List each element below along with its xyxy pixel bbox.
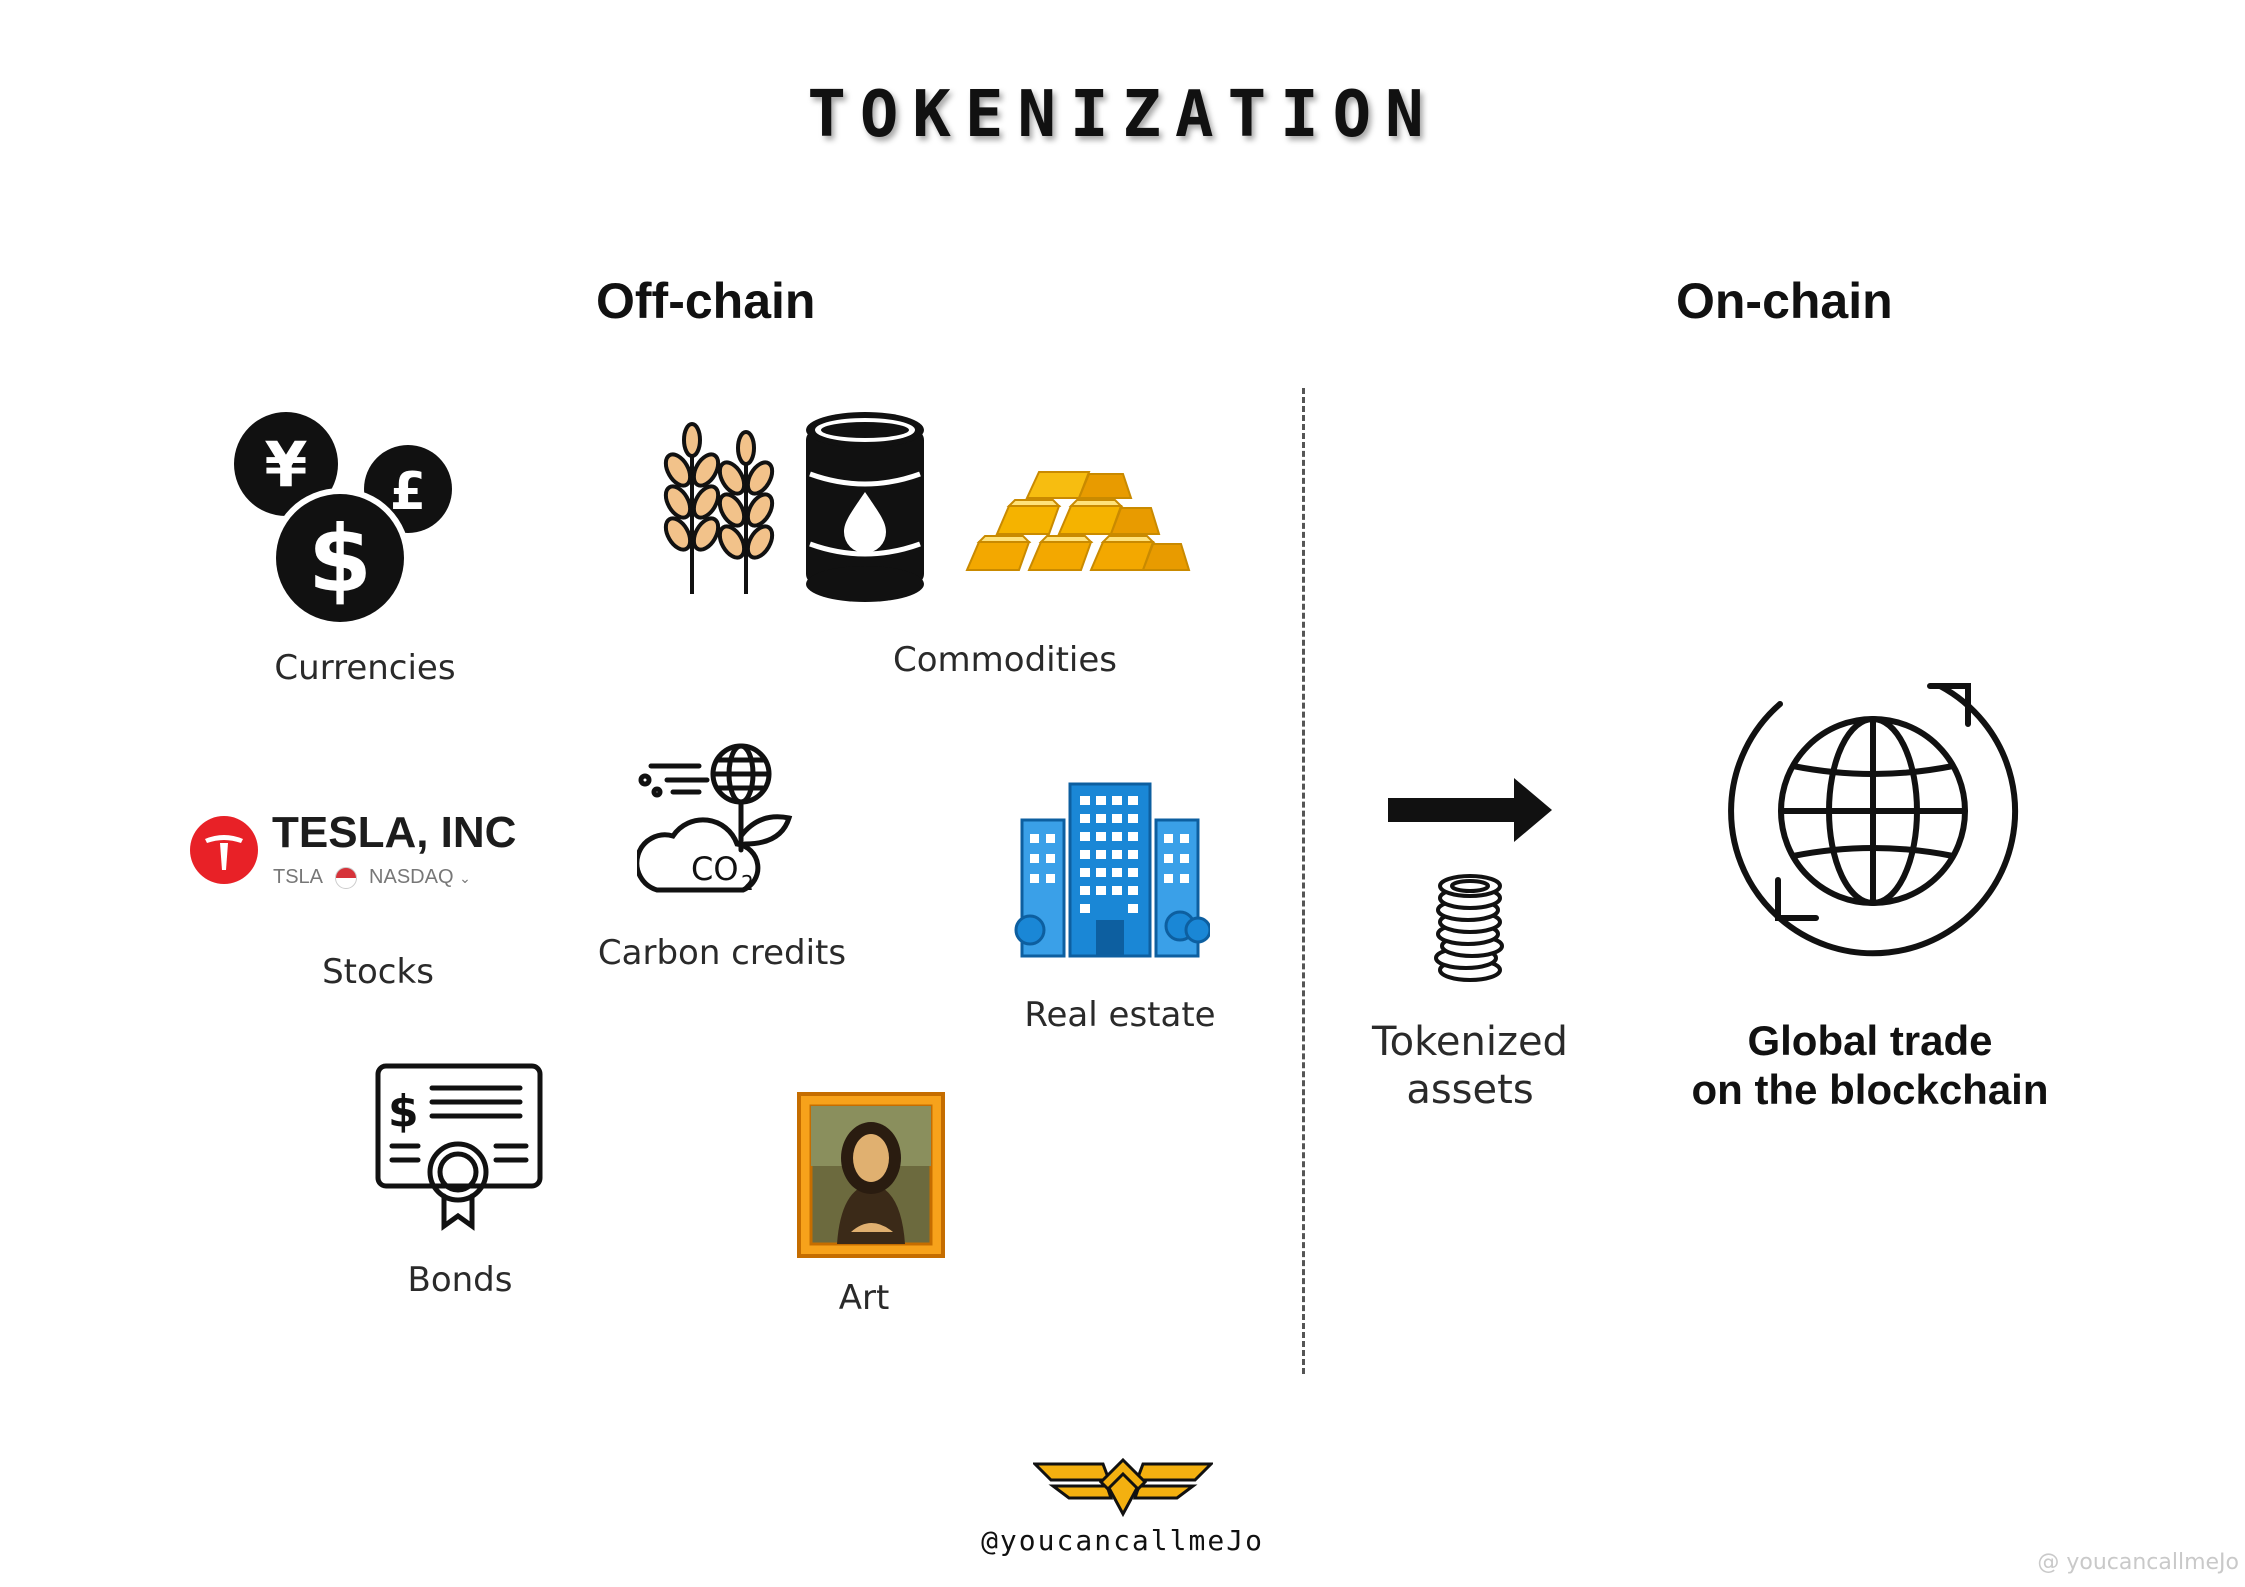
gold-bars-icon	[965, 471, 1191, 571]
carbon-globe-icon: CO 2	[637, 743, 793, 895]
tesla-ticker-row: TSLA NASDAQ ⌄	[273, 866, 471, 889]
global-line-1: Global trade	[1747, 1017, 1993, 1064]
label-tokenized-assets: Tokenized assets	[1350, 1018, 1590, 1114]
onchain-heading: On-chain	[1676, 273, 1893, 329]
svg-text:¥: ¥	[264, 428, 307, 501]
us-flag-icon	[335, 866, 358, 889]
label-global-trade: Global trade on the blockchain	[1650, 1016, 2090, 1114]
svg-text:£: £	[390, 462, 426, 522]
tesla-ticker: TSLA	[273, 866, 322, 888]
global-line-2: on the blockchain	[1691, 1066, 2049, 1113]
section-divider	[1302, 388, 1305, 1374]
oil-barrel-icon	[806, 412, 924, 602]
bond-certificate-icon: $	[375, 1063, 543, 1231]
tesla-exchange: NASDAQ	[369, 866, 454, 888]
watermark: @ youcancallmeJo	[2037, 1550, 2239, 1575]
page-title: TOKENIZATION	[807, 78, 1438, 152]
svg-text:2: 2	[741, 871, 754, 895]
coin-stack-icon	[1434, 874, 1504, 982]
tokenized-line-2: assets	[1406, 1067, 1534, 1113]
wings-logo-icon	[1033, 1457, 1213, 1518]
label-bonds: Bonds	[407, 1260, 513, 1300]
currency-coins-icon: ¥ £ $	[234, 412, 452, 628]
svg-text:$: $	[308, 506, 372, 613]
tesla-logo-icon	[190, 816, 258, 884]
offchain-heading: Off-chain	[596, 273, 816, 329]
tesla-company-name: TESLA, INC	[272, 808, 517, 857]
wheat-icon	[663, 422, 775, 594]
mona-lisa-painting-icon	[797, 1092, 945, 1258]
label-commodities: Commodities	[892, 640, 1118, 680]
svg-text:CO: CO	[691, 850, 739, 888]
label-stocks: Stocks	[322, 952, 434, 992]
tokenized-line-1: Tokenized	[1372, 1019, 1568, 1065]
label-real-estate: Real estate	[1024, 995, 1216, 1035]
building-icon	[1014, 782, 1210, 958]
globe-cycle-icon	[1728, 683, 2019, 957]
label-currencies: Currencies	[274, 648, 456, 688]
author-handle: @youcancallmeJo	[981, 1524, 1264, 1557]
label-carbon-credits: Carbon credits	[597, 933, 847, 973]
arrow-right-icon	[1388, 778, 1552, 842]
svg-text:$: $	[388, 1086, 419, 1137]
label-art: Art	[838, 1278, 890, 1318]
chevron-down-icon: ⌄	[459, 870, 471, 886]
